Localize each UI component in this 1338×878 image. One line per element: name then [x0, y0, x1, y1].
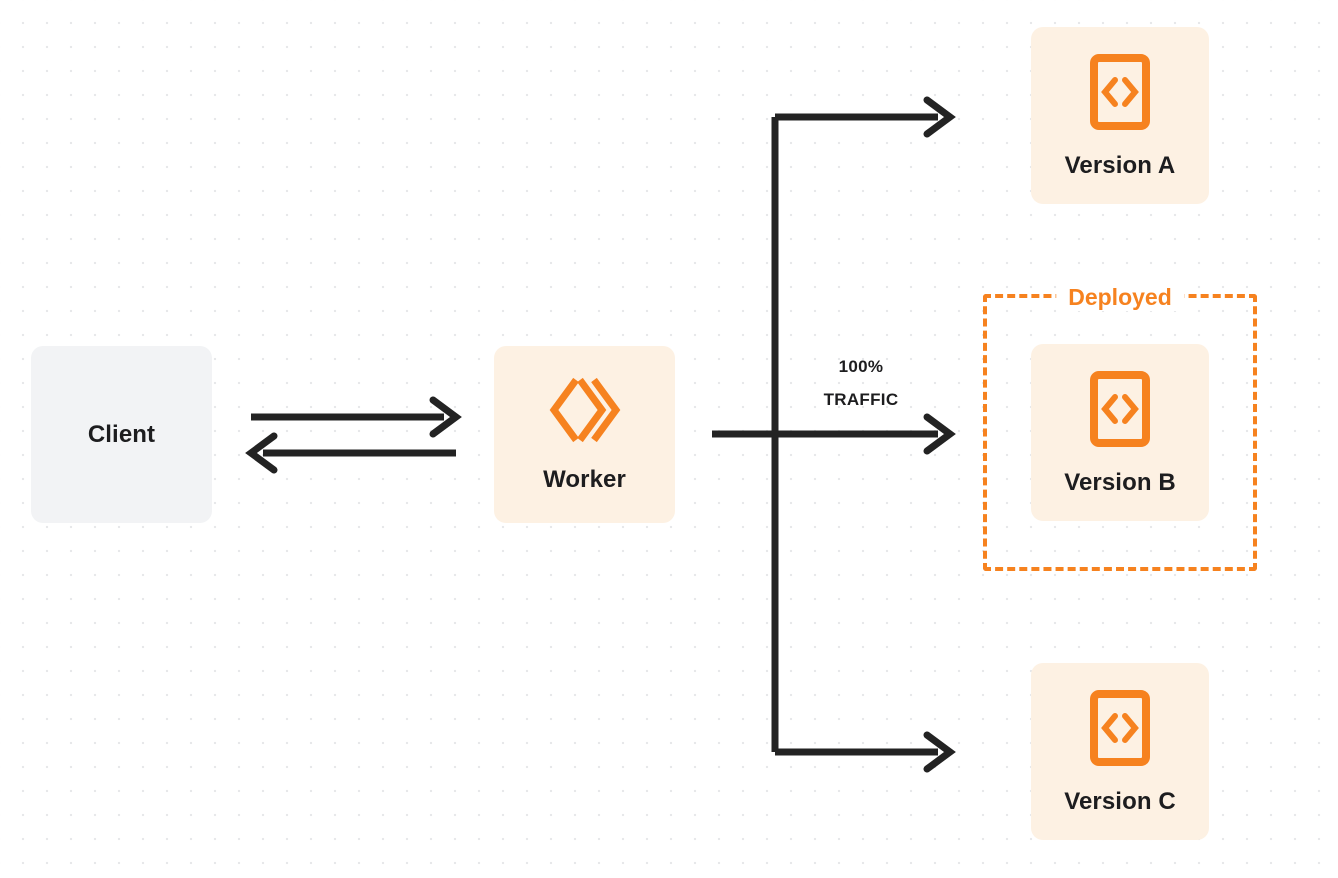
arrow-client-to-worker — [251, 396, 462, 438]
code-document-icon — [1089, 370, 1151, 453]
node-client[interactable]: Client — [31, 346, 212, 523]
deployed-group-box: Deployed — [983, 283, 1257, 571]
cloudflare-workers-logo-icon — [548, 373, 622, 452]
arrow-worker-to-version-c — [775, 731, 956, 773]
code-document-icon — [1089, 53, 1151, 136]
node-worker-label: Worker — [543, 466, 626, 493]
traffic-annotation: 100% TRAFFIC — [790, 350, 932, 416]
node-version-c-label: Version C — [1064, 788, 1176, 815]
node-version-b-label: Version B — [1064, 469, 1176, 496]
arrow-worker-to-client — [245, 432, 456, 474]
node-client-label: Client — [87, 420, 156, 448]
node-version-a[interactable]: Version A — [1031, 27, 1209, 204]
node-version-a-label: Version A — [1064, 152, 1176, 179]
arrow-worker-to-version-b — [712, 413, 956, 455]
arrow-worker-to-version-a — [775, 96, 956, 138]
traffic-caption: TRAFFIC — [823, 390, 899, 409]
traffic-percent: 100% — [838, 357, 884, 376]
deployed-group-label: Deployed — [1056, 283, 1184, 311]
node-worker[interactable]: Worker — [494, 346, 675, 523]
node-version-c[interactable]: Version C — [1031, 663, 1209, 840]
node-version-b[interactable]: Version B — [1031, 344, 1209, 521]
code-document-icon — [1089, 689, 1151, 772]
